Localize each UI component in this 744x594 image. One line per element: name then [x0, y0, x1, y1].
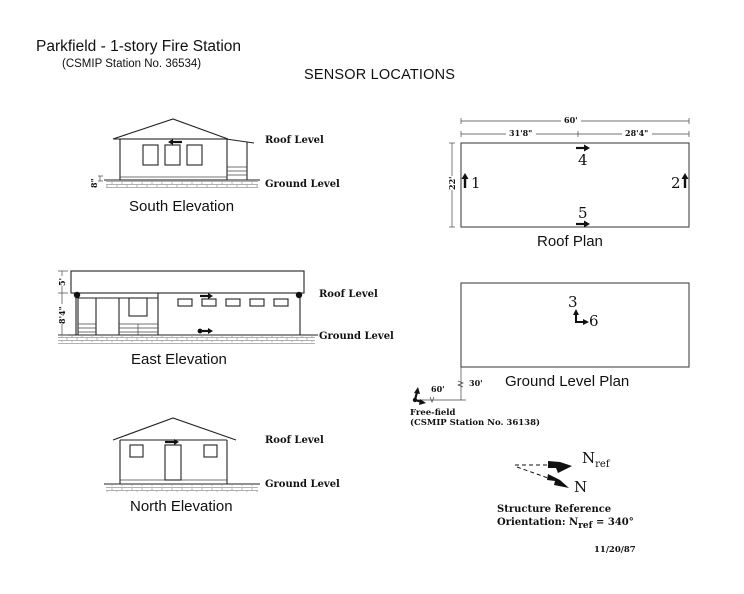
ground-hatch [58, 336, 315, 344]
sensor-5-label: 5 [578, 204, 588, 222]
free-field-station: (CSMIP Station No. 36138) [410, 417, 540, 428]
ground-hatch [106, 181, 258, 188]
north-elevation-caption: North Elevation [130, 498, 233, 515]
window [186, 144, 203, 166]
wall-outline [119, 138, 228, 181]
dim-gap [506, 129, 536, 137]
sensor-3-6-arrows [573, 309, 589, 325]
sensor-2-label: 2 [671, 174, 681, 192]
north-arrow [547, 474, 569, 488]
roof-plan-caption: Roof Plan [537, 233, 603, 250]
north-elevation: Roof Level Ground Level North Elevation [104, 417, 340, 515]
ground-level-plan: 3 6 Ground Level Plan 60' 30' Free-field… [410, 282, 690, 428]
roof-outline [112, 118, 229, 140]
window [201, 298, 217, 307]
dim-gap [561, 116, 581, 124]
n-ref-arrow [548, 461, 572, 473]
dim-gap [57, 304, 67, 324]
ground-level-label: Ground Level [265, 479, 340, 490]
window [203, 444, 218, 458]
sensor-1-arrow [461, 173, 469, 188]
structure-reference-line1: Structure Reference [497, 504, 611, 515]
south-elevation-caption: South Elevation [129, 198, 234, 215]
station-number: (CSMIP Station No. 36534) [62, 58, 202, 70]
free-field-sensor-arrows [412, 387, 426, 405]
south-elevation: 8" Roof Level Ground Level South Elevati… [89, 118, 340, 215]
foundation-height-dim [98, 175, 103, 182]
sensor-5-arrow [576, 220, 590, 228]
overall-width-label: 60' [564, 115, 578, 125]
sensor-locations-heading: SENSOR LOCATIONS [304, 67, 456, 83]
window [164, 144, 181, 166]
window [177, 298, 193, 307]
roof-plan: 60' 31'8" 28'4" 22' 1 2 4 [447, 115, 690, 250]
dim-gap [57, 276, 67, 286]
sensor-6-label: 6 [589, 312, 599, 330]
window [273, 298, 289, 307]
north-dashed-line [516, 466, 549, 479]
east-elevation-caption: East Elevation [131, 351, 227, 368]
window [249, 298, 265, 307]
roof-corner-dot [295, 291, 303, 299]
sensor-4-arrow [576, 144, 590, 152]
roof-level-label: Roof Level [319, 289, 378, 300]
roof-outline [112, 417, 237, 441]
sensor-4-label: 4 [578, 151, 588, 169]
window [142, 144, 159, 166]
right-segment-label: 28'4" [625, 128, 648, 138]
east-elevation: 5' 8'4" Roof Level Ground Level East Ele… [57, 270, 394, 368]
ground-level-label: Ground Level [319, 331, 394, 342]
porch-roof [225, 138, 255, 144]
dim-gap [622, 129, 652, 137]
window [129, 444, 144, 458]
roof-outline [460, 142, 690, 228]
offset-x-label: 60' [431, 384, 445, 394]
sensor-arrow-roof-east [200, 293, 213, 299]
sensor-2-arrow [681, 173, 689, 188]
wall-height-label: 8'4" [57, 306, 67, 324]
drawing-title: Parkfield - 1-story Fire Station [36, 38, 242, 55]
sensor-arrow-ground-east [197, 328, 213, 334]
window [225, 298, 241, 307]
left-segment-label: 31'8" [509, 128, 532, 138]
drawing-date: 11/20/87 [594, 545, 636, 555]
roof-height-label: 5' [57, 278, 67, 286]
roof-corner-dot [73, 291, 81, 299]
break-mark [457, 380, 464, 388]
door [164, 444, 182, 481]
north-label: N [574, 478, 587, 496]
ground-hatch [106, 485, 258, 492]
depth-label: 22' [447, 176, 457, 190]
orientation-indicator: Nref N Structure Reference Orientation: … [497, 449, 636, 555]
sensor-arrow-west [168, 139, 182, 145]
window [128, 297, 148, 317]
ground-level-label: Ground Level [265, 179, 340, 190]
sensor-arrow-north-elev [165, 439, 179, 445]
structure-reference-line2: Orientation: Nref = 340° [497, 517, 634, 531]
ground-plan-caption: Ground Level Plan [505, 373, 629, 390]
foundation-height-label: 8" [89, 178, 99, 188]
sensor-3-label: 3 [568, 293, 578, 311]
free-field-label: Free-field [410, 408, 456, 418]
break-mark [429, 396, 435, 403]
dim-gap [448, 176, 456, 190]
roof-level-label: Roof Level [265, 435, 324, 446]
roof-fascia [70, 270, 305, 294]
roof-level-label: Roof Level [265, 135, 324, 146]
offset-y-label: 30' [469, 378, 483, 388]
n-ref-label: Nref [582, 449, 611, 470]
sensor-1-label: 1 [471, 174, 481, 192]
ground-plan-outline [460, 282, 690, 368]
